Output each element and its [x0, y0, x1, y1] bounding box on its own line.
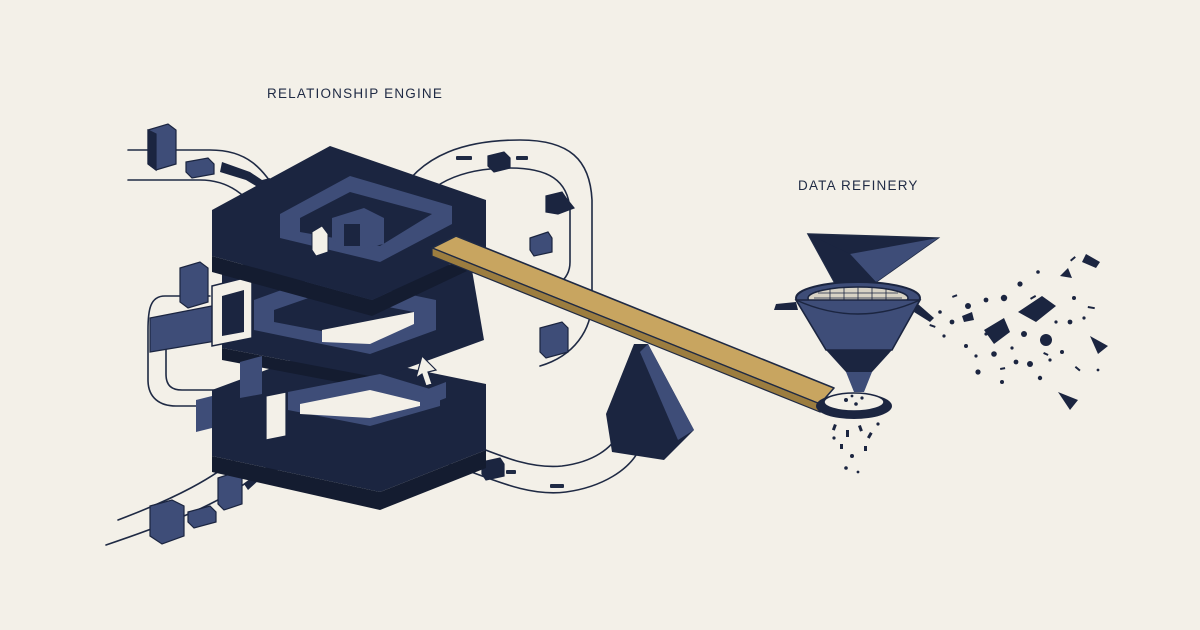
- left-loop: [147, 295, 221, 407]
- top-loop-outer: [395, 139, 593, 367]
- data-blocks: [147, 123, 575, 545]
- lever: [431, 235, 835, 460]
- refined-particles: [929, 254, 1108, 410]
- data-refinery-label: DATA REFINERY: [798, 178, 919, 193]
- engine-side-plug: [196, 396, 212, 432]
- data-refinery: [774, 233, 1108, 474]
- engine-cursor: [414, 354, 438, 387]
- fulcrum: [606, 344, 694, 460]
- relationship-engine: [149, 146, 486, 510]
- relationship-engine-label: RELATIONSHIP ENGINE: [267, 86, 444, 101]
- lane-dashes: [456, 156, 564, 488]
